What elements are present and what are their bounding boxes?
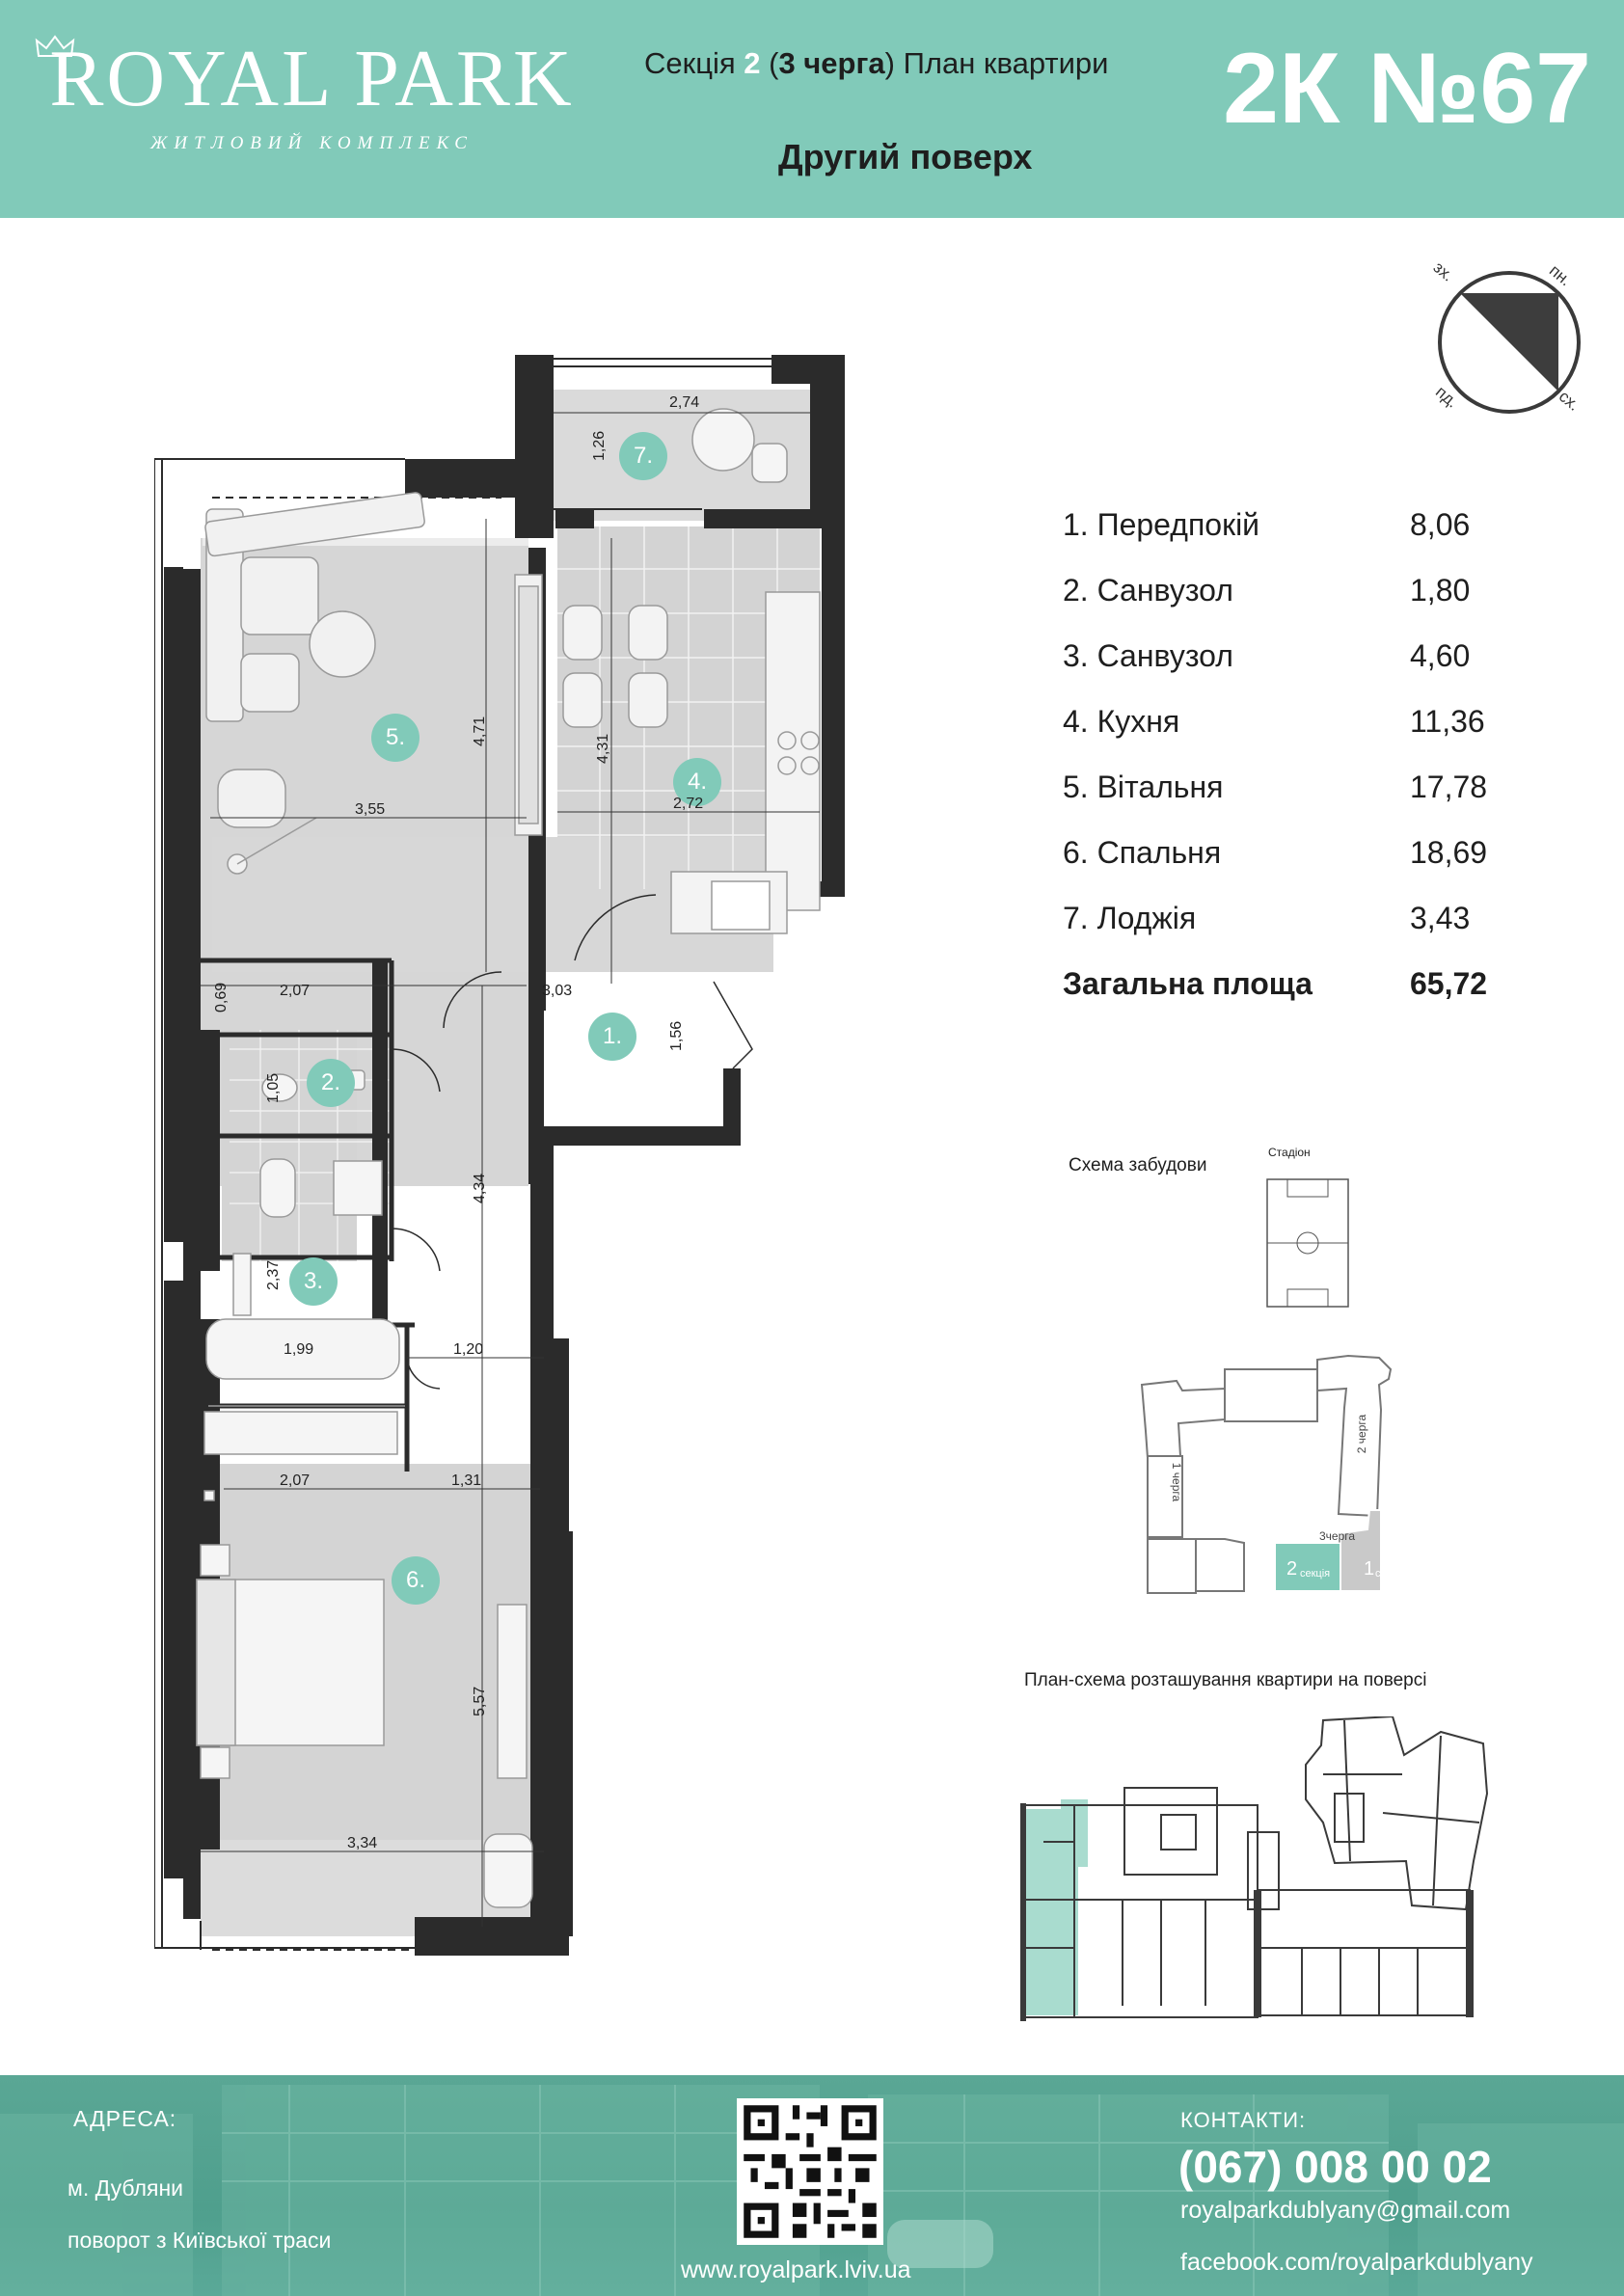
section-1-word: секція [1375,1568,1406,1580]
dim-bedroom-width: 3,34 [347,1835,378,1851]
dim-passage-width: 1,31 [451,1472,482,1489]
room-name: 5. Вітальня [1063,770,1224,804]
floor-key-plan [1020,1716,1489,2021]
phone-link[interactable]: (067) 008 00 02 [1178,2142,1492,2192]
room-badge-2: 2. [307,1059,355,1107]
room-row: 2. Санвузол 1,80 [1063,567,1564,633]
dim-wc-height: 1,05 [265,1072,282,1103]
room-badge-5: 5. [371,714,420,762]
footer: АДРЕСА: м. Дубляни поворот з Київської т… [0,2075,1624,2296]
room-name: 6. Спальня [1063,835,1222,870]
room-area: 11,36 [1410,704,1485,739]
room-name: 7. Лоджія [1063,901,1197,935]
stadium-icon [1266,1178,1349,1308]
room-row: 3. Санвузол 4,60 [1063,633,1564,698]
address-city: м. Дубляни [68,2175,183,2201]
footer-building-photo [0,2085,1624,2296]
dim-hall-height: 1,56 [668,1020,685,1051]
section-1-number: 1 [1364,1558,1375,1580]
address-route: поворот з Київської траси [68,2228,332,2253]
total-area-row: Загальна площа 65,72 [1063,960,1564,1026]
room-area: 8,06 [1410,507,1471,542]
apartment-number: 2К №67 [1223,33,1591,145]
section-info: Секція 2 (3 черга) План квартири [644,46,1109,81]
room-area: 18,69 [1410,835,1488,870]
room-row: 6. Спальня 18,69 [1063,829,1564,895]
room-row: 1. Передпокій 8,06 [1063,501,1564,567]
total-area-value: 65,72 [1410,966,1488,1001]
room-row: 7. Лоджія 3,43 [1063,895,1564,960]
address-label: АДРЕСА: [73,2106,177,2131]
stadium-label: Стадіон [1268,1146,1311,1159]
dim-kitchen-width: 2,72 [673,796,704,812]
site-plan-diagram: 1 черга 2 черга 3черга 2 секція 1 секція [1128,1350,1437,1601]
room-badge-3: 3. [289,1257,338,1306]
compass-rose-icon [1438,271,1581,414]
room-badge-4: 4. [673,758,721,806]
section-2-number: 2 [1286,1558,1298,1580]
dim-bedroom-height: 5,57 [472,1686,488,1716]
dim-corridor-height: 4,34 [472,1173,488,1203]
dim-hall-width: 3,03 [542,983,573,999]
contacts-label: КОНТАКТИ: [1180,2108,1307,2132]
total-area-label: Загальна площа [1063,966,1313,1001]
email-link[interactable]: royalparkdublyany@gmail.com [1180,2197,1511,2224]
brand-logo[interactable]: ROYAL PARK ЖИТЛОВИЙ КОМПЛЕКС [35,34,589,154]
plan-text: План квартири [903,46,1109,80]
room-badge-7: 7. [619,432,667,480]
room-area: 17,78 [1410,770,1488,804]
queue-close: ) [884,46,895,80]
dim-bath-width: 1,99 [284,1341,314,1358]
compass: зх. пн. пд. сх. [1427,258,1591,424]
dim-living-width: 3,55 [355,801,386,818]
brand-name: ROYAL PARK [49,34,575,123]
dim-bath-height: 2,37 [265,1259,282,1290]
floor-title: Другий поверх [778,137,1033,176]
site-plan-drawing [1140,1354,1393,1594]
dim-wardrobe-width: 2,07 [280,1472,311,1489]
room-badge-6: 6. [392,1556,440,1605]
room-area: 1,80 [1410,573,1471,608]
website-link[interactable]: www.royalpark.lviv.ua [681,2256,911,2283]
site-scheme-title: Схема забудови [1069,1155,1207,1175]
dim-loggia-height: 1,26 [591,430,608,461]
room-row: 5. Вітальня 17,78 [1063,764,1564,829]
floor-plan: 7. 5. 4. 1. 2. 3. 6. 2,74 1,26 4,71 3,55… [154,355,907,1956]
qr-code-icon[interactable] [737,2098,883,2245]
queue-2-label: 2 черга [1355,1414,1369,1454]
room-badge-1: 1. [588,1013,636,1061]
room-row: 4. Кухня 11,36 [1063,698,1564,764]
crown-icon [35,35,75,57]
room-name: 2. Санвузол [1063,573,1233,608]
room-area: 3,43 [1410,901,1471,935]
dim-closet-height: 0,69 [213,982,230,1013]
key-plan-title: План-схема розташування квартири на пове… [1024,1670,1427,1690]
room-name: 4. Кухня [1063,704,1180,739]
facebook-link[interactable]: facebook.com/royalparkdublyany [1180,2249,1533,2276]
dim-corridor-width: 1,20 [453,1341,484,1358]
section-2-word: секція [1300,1568,1331,1580]
rooms-table: 1. Передпокій 8,06 2. Санвузол 1,80 3. С… [1063,501,1564,1026]
queue-text: 3 черга [778,46,885,80]
dim-loggia-width: 2,74 [669,394,700,411]
section-word: Секція [644,46,736,80]
room-area: 4,60 [1410,638,1471,673]
dim-kitchen-height: 4,31 [595,733,611,764]
queue-1-label: 1 черга [1170,1462,1184,1502]
dim-living-height: 4,71 [472,716,488,746]
queue-open: ( [769,46,779,80]
header-banner: ROYAL PARK ЖИТЛОВИЙ КОМПЛЕКС Секція 2 (3… [0,0,1624,218]
brand-subtitle: ЖИТЛОВИЙ КОМПЛЕКС [150,133,474,153]
room-name: 1. Передпокій [1063,507,1260,542]
dim-closet-width: 2,07 [280,983,311,999]
room-name: 3. Санвузол [1063,638,1233,673]
floor-plan-drawing [154,355,845,1956]
section-number: 2 [744,46,761,80]
queue-3-label: 3черга [1319,1529,1356,1543]
